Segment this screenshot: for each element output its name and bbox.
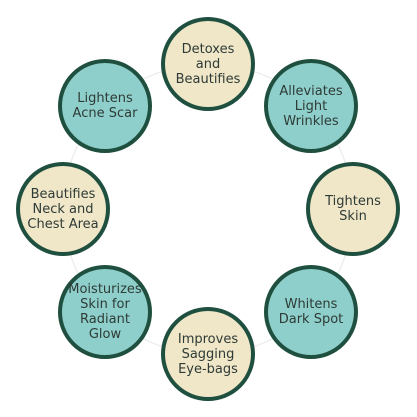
node-tightens-skin: Tightens Skin [306, 162, 400, 256]
node-label: Improves Sagging Eye-bags [177, 331, 239, 377]
node-moisturizes-skin: Moisturizes Skin for Radiant Glow [58, 265, 152, 359]
node-label: Tightens Skin [325, 194, 381, 224]
node-label: Detoxes and Beautifies [175, 41, 241, 87]
node-whitens-dark-spot: Whitens Dark Spot [264, 265, 358, 359]
node-label: Whitens Dark Spot [278, 297, 344, 327]
node-label: Alleviates Light Wrinkles [279, 83, 343, 129]
node-label: Beautifies Neck and Chest Area [27, 186, 99, 232]
node-beautifies-neck-and-chest: Beautifies Neck and Chest Area [16, 162, 110, 256]
node-detoxes-and-beautifies: Detoxes and Beautifies [161, 17, 255, 111]
node-improves-sagging-eye-bags: Improves Sagging Eye-bags [161, 307, 255, 401]
node-label: Moisturizes Skin for Radiant Glow [68, 282, 142, 342]
node-alleviates-light-wrinkles: Alleviates Light Wrinkles [264, 59, 358, 153]
node-lightens-acne-scar: Lightens Acne Scar [58, 59, 152, 153]
node-label: Lightens Acne Scar [72, 91, 138, 121]
